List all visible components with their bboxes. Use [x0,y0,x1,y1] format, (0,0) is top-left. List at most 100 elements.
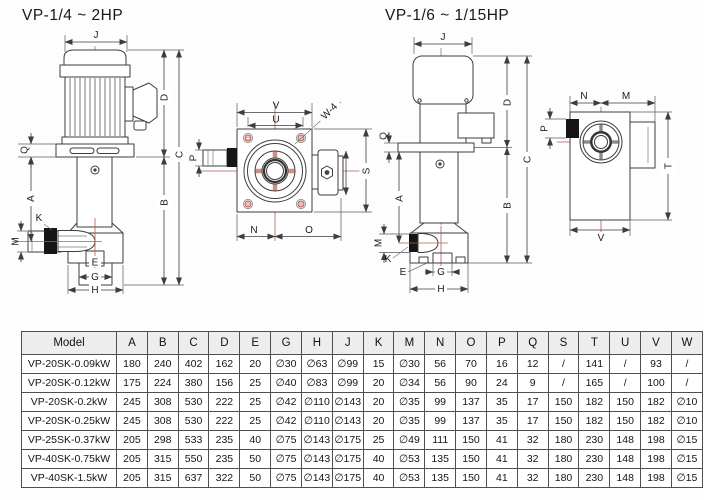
dim-label-j2: J [441,32,446,43]
value-cell: 41 [485,468,518,488]
value-cell: ∅42 [270,411,302,431]
dim-label-p: P [189,154,200,161]
value-cell: 40 [362,449,395,469]
value-cell: 41 [485,430,518,450]
value-cell: 70 [455,354,487,374]
value-cell: 15 [362,354,395,374]
value-cell: 308 [146,392,179,412]
header-cell: B [146,331,179,355]
value-cell: / [609,354,642,374]
value-cell: 25 [239,392,272,412]
dim-label-o: O [305,225,313,236]
value-cell: 17 [516,411,549,431]
header-cell: G [270,331,302,355]
header-cell: K [362,331,395,355]
value-cell: ∅53 [393,468,426,488]
value-cell: ∅40 [270,373,302,393]
header-cell: P [485,331,518,355]
value-cell: ∅175 [331,468,364,488]
value-cell: 32 [516,449,549,469]
value-cell: ∅34 [393,373,426,393]
value-cell: 40 [362,468,395,488]
value-cell: / [547,373,580,393]
header-cell: H [300,331,333,355]
dim-label-v: V [273,101,280,112]
value-cell: ∅99 [331,354,364,374]
dim-label-p2: P [540,125,551,132]
dim-label-n: N [250,225,257,236]
header-cell: W [670,331,704,355]
value-cell: 205 [116,468,148,488]
value-cell: 150 [455,468,487,488]
value-cell: ∅75 [270,468,302,488]
outlet-flange-side [566,119,579,138]
value-cell: 198 [640,430,672,450]
value-cell: 165 [578,373,611,393]
header-cell: N [424,331,457,355]
value-cell: ∅49 [393,430,426,450]
value-cell: 235 [208,449,241,469]
dim-label-n2: N [580,91,587,102]
value-cell: 50 [239,449,272,469]
dim-label-a: A [26,195,37,202]
dim-label-g: G [91,272,99,283]
junction-box-flange [124,86,134,122]
drawing-title-right: VP-1/6 ~ 1/15HP [385,7,510,24]
dim-label-a2: A [395,195,406,202]
value-cell: ∅143 [331,411,364,431]
value-cell: 180 [116,354,148,374]
value-cell: 99 [424,411,457,431]
value-cell: 530 [177,411,210,431]
junction-box [132,82,158,124]
value-cell: ∅30 [393,354,426,374]
outlet-flange [44,228,57,254]
value-cell: 25 [239,411,272,431]
value-cell: ∅175 [331,430,364,450]
value-cell: 137 [455,411,487,431]
value-cell: ∅143 [300,430,333,450]
model-cell: VP-20SK-0.09kW [21,354,117,374]
value-cell: 550 [177,449,210,469]
dim-label-g2: G [437,267,445,278]
model-cell: VP-40SK-0.75kW [21,449,117,469]
value-cell: 182 [640,392,672,412]
dim-label-e: E [92,258,99,269]
value-cell: 298 [146,430,179,450]
value-cell: 224 [146,373,179,393]
value-cell: / [670,354,704,374]
dim-label-c2: C [523,156,534,163]
motor-body-small [412,55,474,105]
value-cell: 135 [424,449,457,469]
value-cell: ∅53 [393,449,426,469]
value-cell: ∅35 [393,411,426,431]
value-cell: ∅30 [270,354,302,374]
dim-label-j: J [94,30,99,41]
value-cell: 150 [609,392,642,412]
value-cell: ∅15 [670,430,704,450]
value-cell: 148 [609,430,642,450]
dim-label-m: M [11,237,22,245]
model-cell: VP-20SK-0.25kW [21,411,117,431]
dim-label-q: Q [20,146,31,154]
value-cell: 40 [239,430,272,450]
value-cell: 24 [485,373,518,393]
value-cell: 180 [547,430,580,450]
value-cell: 530 [177,392,210,412]
value-cell: ∅10 [670,392,704,412]
dim-label-b: B [160,199,171,206]
value-cell: ∅15 [670,468,704,488]
value-cell: 20 [362,373,395,393]
value-cell: ∅63 [300,354,333,374]
value-cell: 148 [609,468,642,488]
value-cell: 20 [362,411,395,431]
value-cell: 182 [578,392,611,412]
value-cell: 99 [424,392,457,412]
dim-label-v2: V [598,233,605,244]
dim-label-u: U [272,115,279,126]
value-cell: 198 [640,449,672,469]
impeller-housing [243,139,307,203]
